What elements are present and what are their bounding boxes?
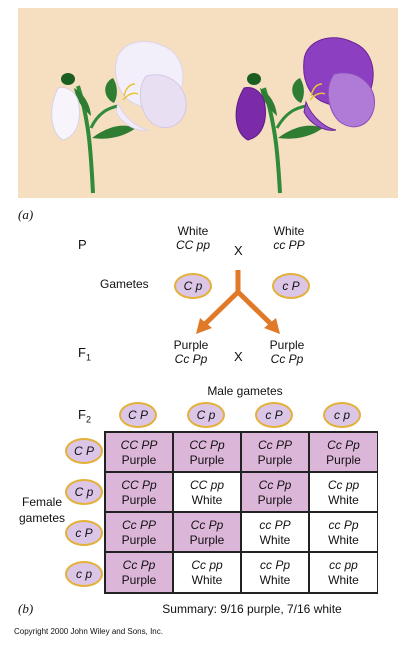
cell-genotype: Cc PP bbox=[257, 438, 292, 452]
cell-phenotype: Purple bbox=[121, 493, 157, 507]
parent-left-phenotype: White bbox=[177, 224, 209, 238]
cell-genotype: CC Pp bbox=[189, 438, 225, 452]
cell-phenotype: Purple bbox=[121, 533, 157, 547]
cell-genotype: CC PP bbox=[120, 438, 158, 452]
cell-genotype: Cc Pp bbox=[258, 478, 292, 492]
f1-left: Purple Cc Pp bbox=[156, 338, 226, 366]
cell-genotype: Cc pp bbox=[191, 558, 223, 572]
cell-phenotype: Purple bbox=[257, 493, 293, 507]
cell-genotype: Cc pp bbox=[327, 478, 360, 492]
cell-phenotype: Purple bbox=[121, 573, 157, 587]
male-gamete-oval: C p bbox=[187, 402, 225, 428]
female-gamete-oval: c P bbox=[65, 520, 103, 546]
cross-arrows bbox=[196, 270, 280, 334]
cell-phenotype: Purple bbox=[326, 453, 361, 467]
f2-subscript: 2 bbox=[85, 414, 91, 425]
f2-letter: F bbox=[78, 407, 86, 422]
f2-label: F2 bbox=[78, 407, 91, 425]
male-gamete-oval: c P bbox=[255, 402, 293, 428]
male-gamete-oval: c p bbox=[323, 402, 361, 428]
male-gametes-header: Male gametes bbox=[207, 384, 283, 398]
f1-right-genotype: Cc Pp bbox=[270, 352, 304, 366]
cell-phenotype: Purple bbox=[121, 453, 157, 467]
cell-phenotype: White bbox=[259, 533, 291, 547]
cell-phenotype: White bbox=[328, 493, 359, 507]
f1-left-genotype: Cc Pp bbox=[174, 352, 208, 366]
purple-flower bbox=[235, 37, 375, 194]
f1-label: F1 bbox=[78, 345, 91, 363]
f1-right: Purple Cc Pp bbox=[252, 338, 322, 366]
cell-genotype: Cc Pp bbox=[190, 518, 224, 532]
cross-symbol: X bbox=[234, 243, 243, 258]
female-gamete-oval: c p bbox=[65, 561, 103, 587]
cell-phenotype: White bbox=[328, 573, 359, 587]
female-header-line1: Female bbox=[21, 495, 62, 509]
f1-cross-symbol: X bbox=[234, 349, 243, 364]
panel-b-label: (b) bbox=[18, 601, 34, 616]
cell-phenotype: White bbox=[191, 573, 223, 587]
panel-a-label: (a) bbox=[18, 207, 34, 222]
cell-phenotype: Purple bbox=[189, 453, 225, 467]
cell-genotype: CC pp bbox=[189, 478, 224, 492]
cell-phenotype: Purple bbox=[189, 533, 225, 547]
cell-genotype: Cc Pp bbox=[327, 438, 360, 452]
gametes-label: Gametes bbox=[100, 277, 149, 291]
white-flower bbox=[51, 41, 187, 194]
f1-letter: F bbox=[78, 345, 86, 360]
cell-genotype: cc Pp bbox=[328, 518, 359, 532]
f1-left-phenotype: Purple bbox=[173, 338, 209, 352]
sweet-pea-flowers-illustration bbox=[51, 37, 375, 194]
cell-phenotype: White bbox=[191, 493, 223, 507]
female-gamete-oval: C P bbox=[65, 438, 103, 464]
cell-genotype: cc Pp bbox=[259, 558, 290, 572]
cell-phenotype: Purple bbox=[257, 453, 293, 467]
cell-genotype: cc PP bbox=[259, 518, 291, 532]
cell-phenotype: White bbox=[328, 533, 359, 547]
gamete-right-oval: c P bbox=[272, 273, 310, 299]
parent-right-phenotype: White bbox=[273, 224, 305, 238]
cell-genotype: cc pp bbox=[329, 558, 358, 572]
female-gamete-oval: C p bbox=[65, 479, 103, 505]
female-header-line2: gametes bbox=[18, 511, 66, 525]
cell-phenotype: White bbox=[259, 573, 291, 587]
parent-right: White cc PP bbox=[254, 224, 324, 252]
copyright-text: Copyright 2000 John Wiley and Sons, Inc. bbox=[14, 627, 163, 636]
male-gamete-oval: C P bbox=[119, 402, 157, 428]
cell-genotype: CC Pp bbox=[121, 478, 157, 492]
flower-illustration-panel bbox=[18, 8, 398, 198]
f1-right-phenotype: Purple bbox=[269, 338, 305, 352]
parent-right-genotype: cc PP bbox=[273, 238, 305, 252]
female-gametes-header: Female gametes bbox=[14, 494, 70, 526]
parent-left-genotype: CC pp bbox=[175, 238, 210, 252]
p-generation-label: P bbox=[78, 237, 87, 252]
summary-text: Summary: 9/16 purple, 7/16 white bbox=[162, 602, 342, 616]
parent-left: White CC pp bbox=[158, 224, 228, 252]
f1-subscript: 1 bbox=[85, 352, 91, 363]
cell-genotype: Cc PP bbox=[121, 518, 156, 532]
cell-genotype: Cc Pp bbox=[122, 558, 156, 572]
gamete-left-oval: C p bbox=[174, 273, 212, 299]
